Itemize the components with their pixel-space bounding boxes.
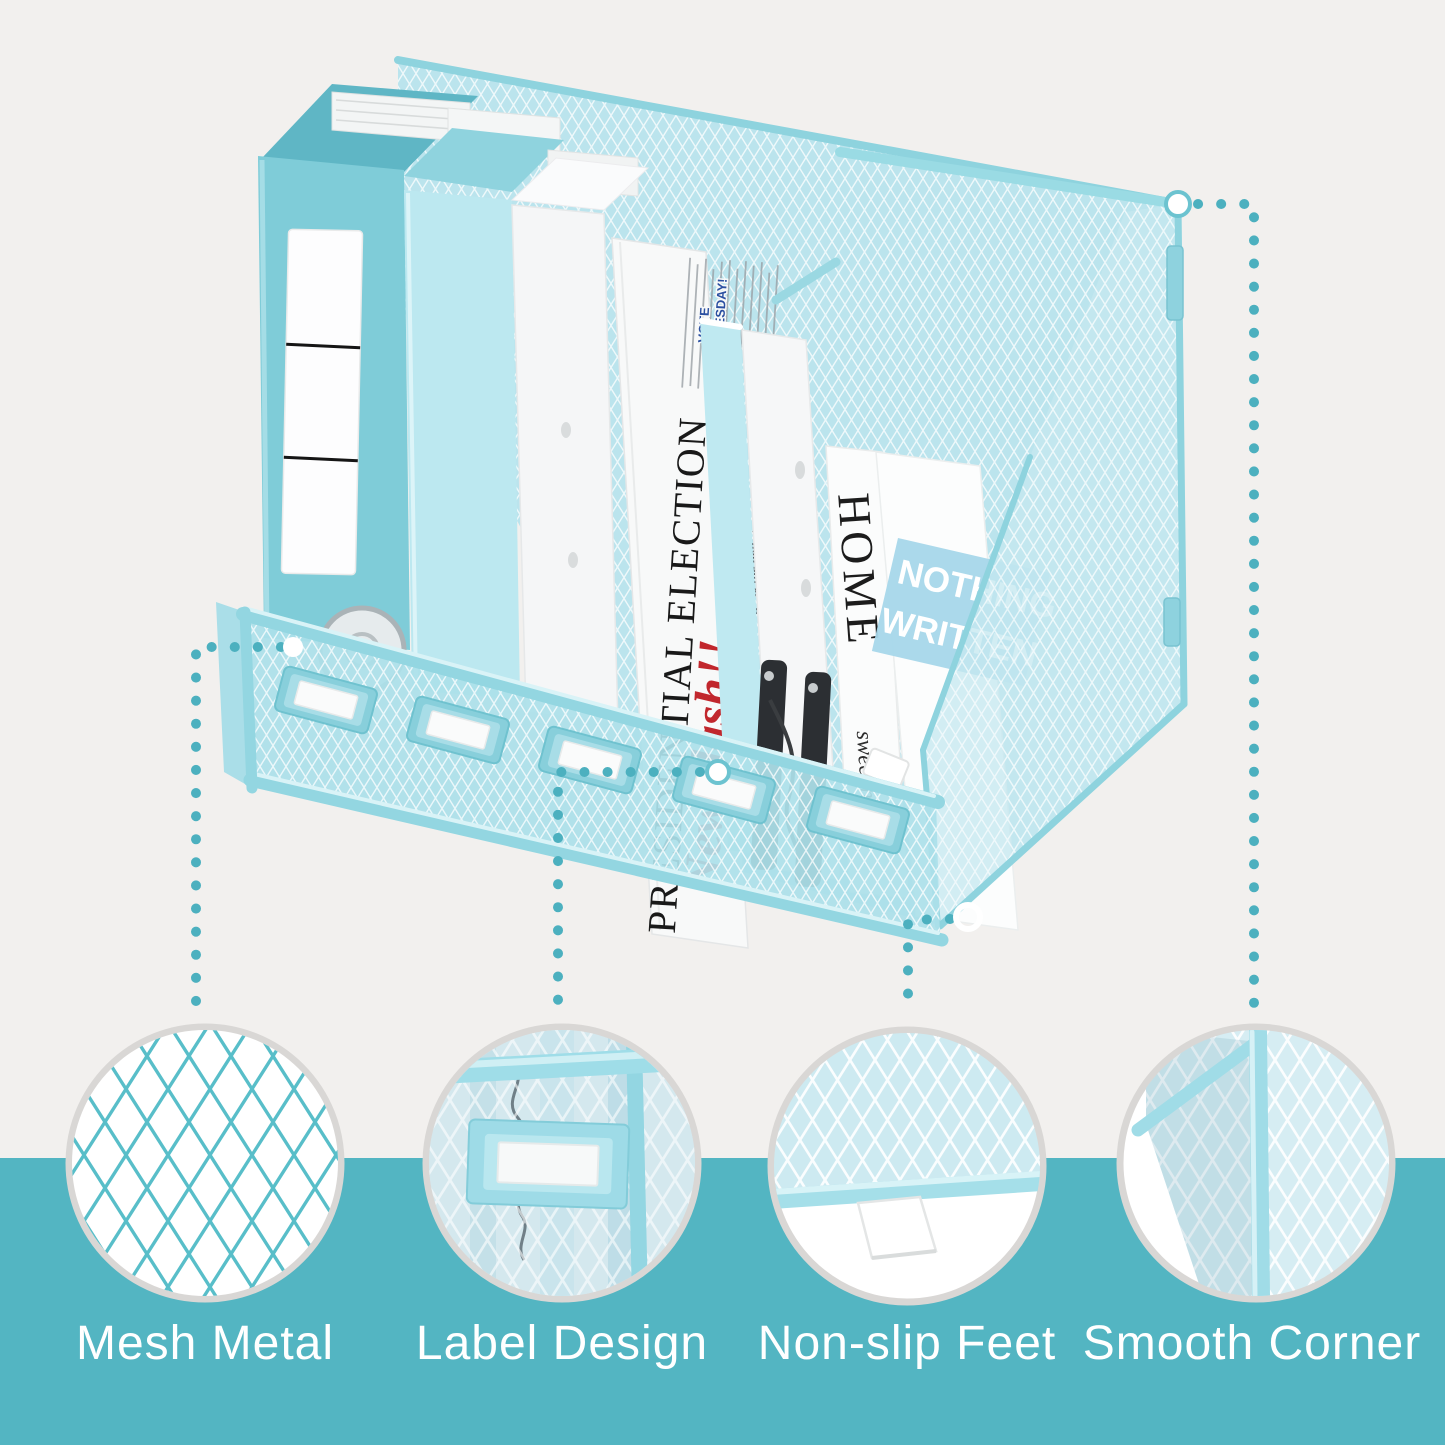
label-holder-closeup	[465, 1118, 631, 1210]
leader-line-mesh-metal	[191, 642, 286, 1011]
feature-label-mesh-metal: Mesh Metal	[75, 1317, 335, 1370]
marker-smooth-corner	[1164, 190, 1192, 218]
organizer-front-face	[216, 602, 949, 947]
hinge-lower	[1163, 597, 1181, 647]
binder-white	[510, 149, 650, 725]
callout-circle-non-slip-feet	[767, 1026, 1047, 1306]
callout-circle-mesh-metal	[65, 1023, 345, 1303]
front-corner-post	[239, 606, 258, 794]
binder-blue	[404, 107, 564, 700]
hinge-upper	[1166, 245, 1184, 321]
corner-frame-closeup	[1249, 1030, 1270, 1296]
marker-label-design	[705, 759, 731, 785]
front-bottom-rail	[243, 773, 949, 947]
marker-mesh-metal	[283, 637, 303, 657]
binder-spine-label	[280, 228, 364, 576]
feature-label-non-slip-feet: Non-slip Feet	[757, 1317, 1057, 1370]
callout-circle-label-design	[422, 1023, 702, 1303]
divider-top-edge	[771, 257, 841, 305]
label-holder	[406, 695, 510, 765]
callout-circle-smooth-corner	[1116, 1023, 1396, 1303]
binder-teal	[258, 84, 478, 650]
marker-non-slip-feet	[953, 902, 983, 932]
front-top-rail	[236, 607, 945, 809]
feature-label-smooth-corner: Smooth Corner	[1082, 1317, 1422, 1370]
folder-divider-teal	[699, 318, 770, 856]
feature-label-label-design: Label Design	[415, 1317, 709, 1370]
label-holder	[806, 785, 910, 855]
leader-line-non-slip-feet	[903, 914, 955, 1013]
leader-line-smooth-corner	[1193, 199, 1259, 1011]
label-holder	[274, 665, 378, 735]
leader-line-label-design	[553, 767, 705, 1011]
